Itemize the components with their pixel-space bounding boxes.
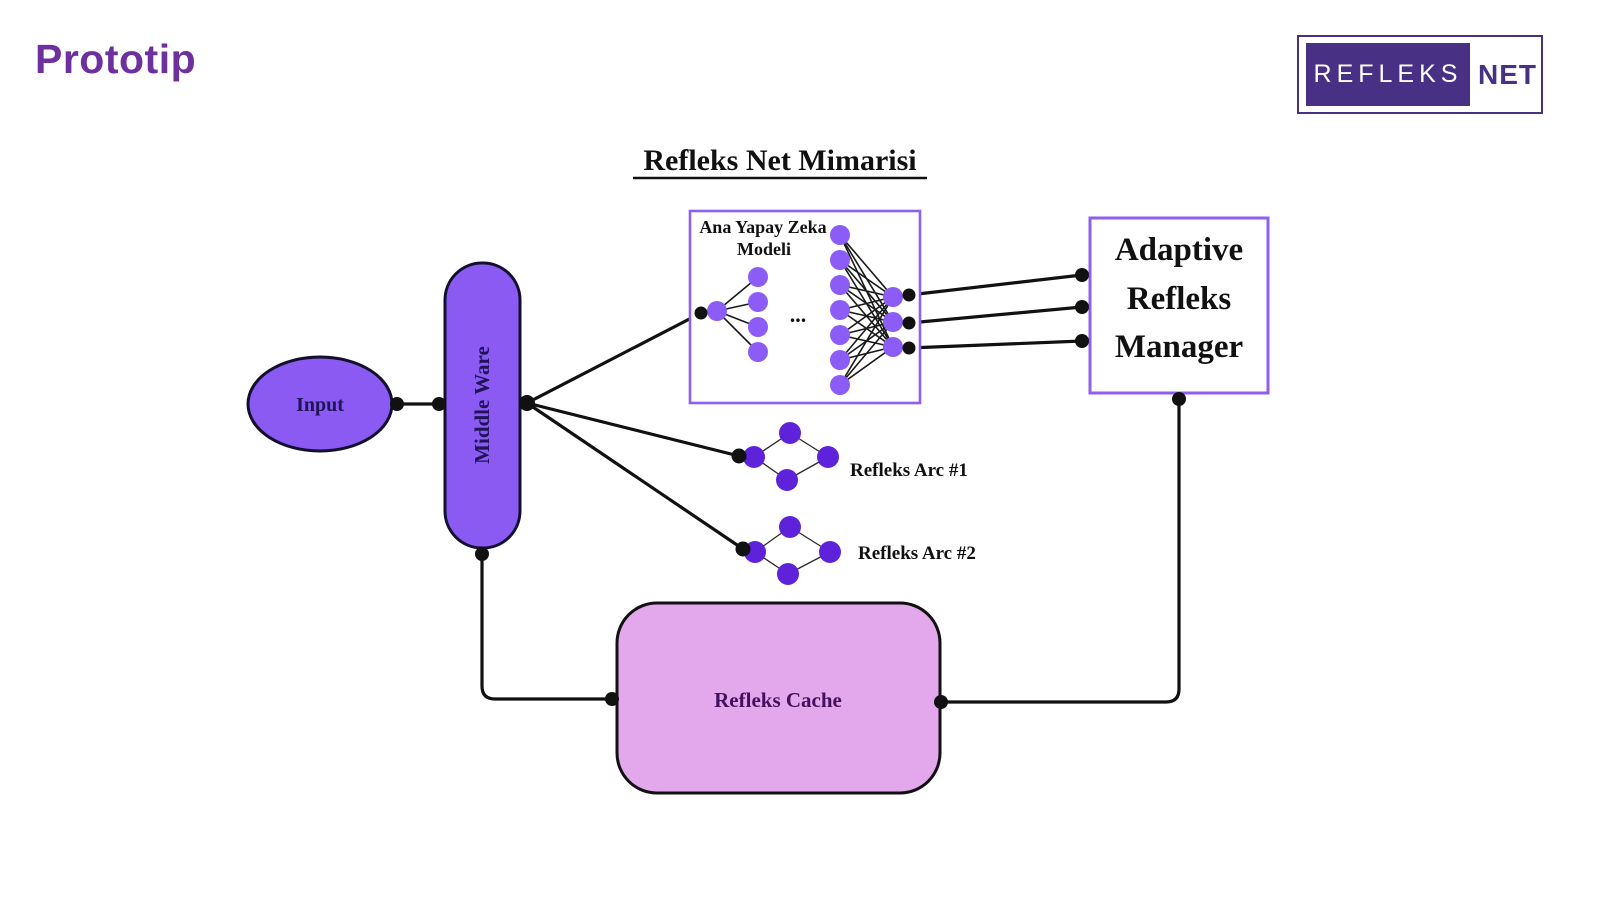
arc-node (743, 446, 765, 468)
nn-hidden-layer-2 (830, 225, 850, 395)
junction-dot (1075, 334, 1089, 348)
ai-model-box (688, 209, 922, 405)
junction-dot (519, 395, 535, 411)
connector-aibox-adaptive-1 (908, 273, 1083, 297)
middleware-label: Middle Ware (470, 346, 494, 464)
arc1-label: Refleks Arc #1 (850, 460, 968, 481)
junction-dot (731, 448, 747, 464)
nn-node (830, 300, 850, 320)
arc1-cluster (743, 422, 839, 491)
junction-dot (1075, 268, 1089, 282)
junction-dot (475, 547, 489, 561)
arc-node (819, 541, 841, 563)
nn-node (830, 275, 850, 295)
connector-middleware-arc1 (526, 401, 740, 458)
diagram-title: Refleks Net Mimarisi (643, 144, 916, 177)
nn-node (748, 342, 768, 362)
brand-logo: REFLEKS NET (1297, 35, 1543, 114)
arc-node (779, 422, 801, 444)
input-label: Input (296, 394, 344, 416)
arc-node (817, 446, 839, 468)
connector-aibox-adaptive-3 (908, 339, 1083, 350)
nn-node (748, 267, 768, 287)
adaptive-label-line2: Refleks (1127, 281, 1232, 317)
junction-dot (694, 306, 708, 320)
connector-middleware-aibox (526, 311, 702, 405)
junction-dot (605, 692, 619, 706)
nn-node (748, 317, 768, 337)
brand-logo-net: NET (1478, 58, 1537, 90)
junction-dots (390, 268, 1186, 709)
nn-node (748, 292, 768, 312)
nn-ellipsis: ... (790, 302, 807, 327)
nn-output-layer (883, 287, 903, 357)
arc2-cluster (744, 516, 841, 585)
ai-model-title-line2: Modeli (737, 239, 791, 259)
adaptive-label-line3: Manager (1115, 329, 1243, 365)
junction-dot (902, 288, 916, 302)
nn-node (707, 301, 727, 321)
connector-middleware-arc2 (526, 401, 744, 551)
nn-hidden-layer-1 (748, 267, 768, 362)
junction-dot (934, 695, 948, 709)
junction-dot (735, 541, 751, 557)
nn-node (883, 337, 903, 357)
junction-dot (902, 316, 916, 330)
nn-node (830, 325, 850, 345)
junction-dot (1075, 300, 1089, 314)
nn-node (883, 287, 903, 307)
connector-aibox-adaptive-2 (908, 305, 1083, 325)
junction-dot (1172, 392, 1186, 406)
connector-middleware-cache (480, 554, 612, 701)
adaptive-label-line1: Adaptive (1115, 232, 1243, 268)
cache-label: Refleks Cache (714, 688, 842, 712)
ai-model-title-line1: Ana Yapay Zeka (699, 217, 826, 237)
arc-node (779, 516, 801, 538)
nn-node (830, 375, 850, 395)
arc-node (777, 563, 799, 585)
connector-cache-adaptive (941, 399, 1181, 704)
brand-logo-refleks: REFLEKS (1306, 43, 1470, 106)
nn-node (883, 312, 903, 332)
nn-node (830, 225, 850, 245)
junction-dot (390, 397, 404, 411)
arc-node (776, 469, 798, 491)
junction-dot (902, 341, 916, 355)
nn-input-layer (707, 301, 727, 321)
nn-node (830, 250, 850, 270)
arc2-label: Refleks Arc #2 (858, 543, 976, 564)
nn-node (830, 350, 850, 370)
page-title: Prototip (35, 36, 197, 82)
junction-dot (432, 397, 446, 411)
